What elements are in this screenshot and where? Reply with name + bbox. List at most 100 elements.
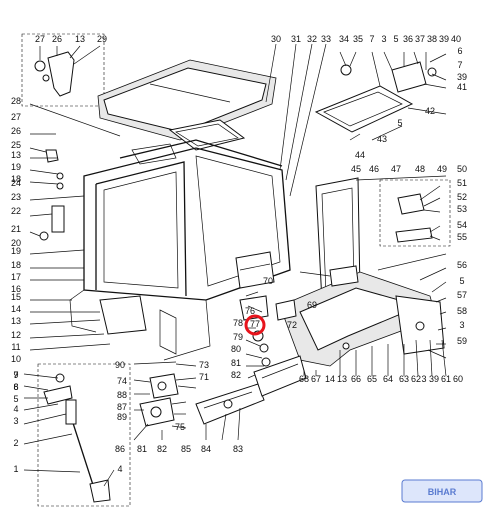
callout-callouts_bottom-23: 71 xyxy=(199,372,209,382)
callout-callouts_bottom-18: 82 xyxy=(157,444,167,454)
callout-callouts_right-23: 3 xyxy=(459,320,464,330)
callout-callouts_left-16: 15 xyxy=(11,292,21,302)
callout-callouts_top-9: 35 xyxy=(353,34,363,44)
callout-callouts_left-14: 17 xyxy=(11,272,21,282)
top-leader-lines xyxy=(265,43,447,359)
callout-inset_labels-1: 6 xyxy=(13,382,18,392)
callout-callouts_bottom-28: 80 xyxy=(231,344,241,354)
callout-callouts_right-2: 39 xyxy=(457,72,467,82)
callout-callouts_right-20: 5 xyxy=(459,276,464,286)
callout-callouts_left-20: 11 xyxy=(11,342,20,352)
callout-callouts_right-7: 44 xyxy=(355,150,365,160)
callout-callouts_right-21: 57 xyxy=(457,290,467,300)
lower-right-bracket xyxy=(253,339,447,397)
inset-bracket-top-left xyxy=(21,33,105,107)
callout-callouts_bottom-3: 13 xyxy=(337,374,347,384)
callout-callouts_left-12: 19 xyxy=(11,246,21,256)
callout-inset_labels-7: 4 xyxy=(117,464,122,474)
callout-callouts_left-22: 9 xyxy=(13,370,18,380)
callout-callouts_bottom-7: 63 xyxy=(399,374,409,384)
callout-callouts_right-9: 46 xyxy=(369,164,379,174)
callout-callouts_right-12: 49 xyxy=(437,164,447,174)
callout-callouts_left-2: 26 xyxy=(11,126,21,136)
callout-callouts_right-14: 51 xyxy=(457,178,467,188)
door-and-fender xyxy=(279,177,445,367)
callout-callouts_top-11: 3 xyxy=(381,34,386,44)
highlight-circle-part-77 xyxy=(244,314,266,336)
callout-callouts_left-23: 8 xyxy=(13,382,18,392)
callout-inset_labels-4: 3 xyxy=(13,416,18,426)
callout-callouts_left-9: 22 xyxy=(11,206,21,216)
callout-callouts_right-22: 58 xyxy=(457,306,467,316)
callout-callouts_left-17: 14 xyxy=(11,304,21,314)
callout-callouts_left-6: 18 xyxy=(11,174,21,184)
rubber-mounts-left xyxy=(133,361,197,441)
callout-callouts_right-8: 45 xyxy=(351,164,361,174)
callout-callouts_right-4: 42 xyxy=(425,106,435,116)
callout-callouts_bottom-16: 86 xyxy=(115,444,125,454)
callout-callouts_bottom-12: 60 xyxy=(453,374,463,384)
callout-callouts_top-5: 31 xyxy=(291,34,301,44)
callout-callouts_right-6: 43 xyxy=(377,134,387,144)
callout-callouts_right-15: 52 xyxy=(457,192,467,202)
callout-callouts_left-8: 23 xyxy=(11,192,21,202)
callout-callouts_left-10: 21 xyxy=(11,224,21,234)
inset-right-parts xyxy=(379,179,451,247)
callout-callouts_right-18: 55 xyxy=(457,232,467,242)
callout-callouts_bottom-2: 14 xyxy=(325,374,335,384)
callout-inset_labels-2: 5 xyxy=(13,394,18,404)
callout-callouts_top-12: 5 xyxy=(393,34,398,44)
callout-callouts_top-3: 29 xyxy=(97,34,107,44)
callout-callouts_bottom-30: 82 xyxy=(231,370,241,380)
callout-inset_labels-5: 2 xyxy=(13,438,18,448)
callout-callouts_left-0: 28 xyxy=(11,96,21,106)
callout-callouts_left-15: 16 xyxy=(11,284,21,294)
callout-callouts_bottom-14: 84 xyxy=(201,444,211,454)
callout-callouts_left-5: 19 xyxy=(11,162,21,172)
lamp-housing-top-right xyxy=(314,51,437,141)
callout-callouts_bottom-15: 83 xyxy=(233,444,243,454)
callout-inset_labels-0: 7 xyxy=(13,370,18,380)
callout-callouts_left-7: 24 xyxy=(11,178,21,188)
callout-callouts_bottom-5: 65 xyxy=(367,374,377,384)
callout-callouts_top-1: 26 xyxy=(52,34,62,44)
callout-callouts_left-3: 25 xyxy=(11,140,21,150)
callout-callouts_right-13: 50 xyxy=(457,164,467,174)
callout-callouts_bottom-21: 74 xyxy=(117,376,127,386)
callout-callouts_left-11: 20 xyxy=(11,238,21,248)
cab-frame xyxy=(69,139,291,361)
inset-gas-strut xyxy=(23,363,131,507)
watermark-text: BIHAR xyxy=(428,487,457,497)
callout-callouts_right-24: 59 xyxy=(457,336,467,346)
callout-callouts_top-10: 7 xyxy=(369,34,374,44)
callout-callouts_left-13: 18 xyxy=(11,260,21,270)
callout-callouts_top-6: 32 xyxy=(307,34,317,44)
callout-callouts_bottom-24: 72 xyxy=(287,320,297,330)
callout-callouts_bottom-32: 78 xyxy=(233,318,243,328)
callout-callouts_right-3: 41 xyxy=(457,82,467,92)
callout-callouts_top-15: 38 xyxy=(427,34,437,44)
left-side-small-parts xyxy=(29,103,121,351)
callout-callouts_bottom-31: 76 xyxy=(245,306,255,316)
callout-callouts_bottom-26: 69 xyxy=(307,300,317,310)
callout-callouts_bottom-25: 70 xyxy=(263,276,273,286)
callout-callouts_bottom-0: 68 xyxy=(299,374,309,384)
callout-inset_labels-6: 1 xyxy=(13,464,18,474)
callout-callouts_top-17: 40 xyxy=(451,34,461,44)
callout-callouts_right-10: 47 xyxy=(391,164,401,174)
callout-callouts_bottom-33: 77 xyxy=(250,319,260,329)
callout-callouts_bottom-4: 66 xyxy=(351,374,361,384)
callout-callouts_bottom-19: 75 xyxy=(175,422,185,432)
callout-callouts_right-1: 7 xyxy=(457,60,462,70)
callout-callouts_right-11: 48 xyxy=(415,164,425,174)
callout-callouts_top-2: 13 xyxy=(75,34,85,44)
callout-callouts_bottom-11: 61 xyxy=(441,374,451,384)
callout-callouts_right-5: 5 xyxy=(397,118,402,128)
callout-callouts_bottom-22: 73 xyxy=(199,360,209,370)
callout-callouts_top-7: 33 xyxy=(321,34,331,44)
callout-callouts_bottom-20: 90 xyxy=(115,360,125,370)
callout-inset_labels-3: 4 xyxy=(13,404,18,414)
callout-callouts_top-4: 30 xyxy=(271,34,281,44)
